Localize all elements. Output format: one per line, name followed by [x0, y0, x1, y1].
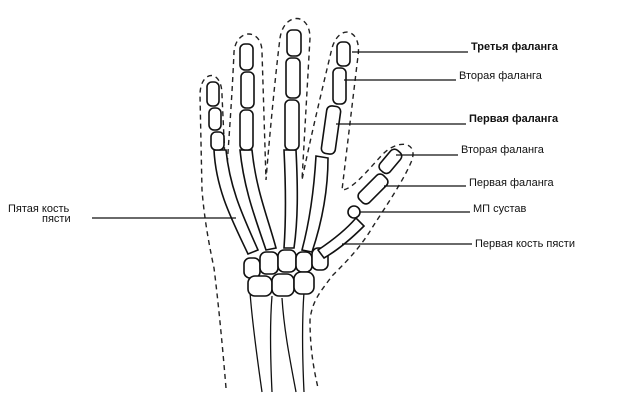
- metacarpal-2: [302, 156, 328, 252]
- mp-joint-marker: [348, 206, 360, 218]
- label-third-phalanx: Третья фаланга: [471, 41, 559, 53]
- metacarpal-1: [318, 218, 364, 258]
- leader-lines: [92, 52, 472, 244]
- middle-middle: [286, 58, 300, 98]
- label-thumb-second-phalanx: Вторая фаланга: [461, 144, 545, 156]
- label-second-phalanx: Вторая фаланга: [459, 70, 543, 82]
- little-middle: [209, 108, 221, 130]
- forearm-bones: [250, 292, 304, 392]
- label-fifth-metacarpal-line2: пясти: [42, 213, 71, 225]
- ulna-left-edge: [282, 298, 296, 392]
- label-first-metacarpal: Первая кость пясти: [475, 238, 575, 250]
- label-thumb-first-phalanx: Первая фаланга: [469, 177, 555, 189]
- ring-proximal: [240, 110, 253, 150]
- radius-left-edge: [250, 292, 262, 392]
- index-proximal: [321, 105, 342, 154]
- carpal-1: [244, 258, 260, 278]
- metacarpals: [214, 150, 364, 258]
- carpal-6: [248, 276, 272, 296]
- little-distal: [207, 82, 219, 106]
- ring-distal: [240, 44, 253, 70]
- little-proximal: [211, 132, 224, 150]
- index-middle: [333, 68, 346, 104]
- index-distal: [337, 42, 350, 66]
- carpal-7: [272, 274, 294, 296]
- metacarpal-3: [284, 150, 297, 248]
- carpal-bones: [244, 248, 328, 296]
- ring-middle: [241, 72, 254, 108]
- radius-right-edge: [271, 296, 273, 392]
- ulna-right-edge: [303, 292, 305, 392]
- carpal-3: [278, 250, 296, 272]
- finger-phalanges: [207, 30, 350, 155]
- carpal-4: [296, 252, 312, 272]
- carpal-2: [260, 252, 278, 274]
- carpal-8: [294, 272, 314, 294]
- thumb-distal: [377, 147, 404, 175]
- label-first-phalanx: Первая фаланга: [469, 113, 559, 125]
- middle-distal: [287, 30, 301, 56]
- middle-proximal: [285, 100, 299, 150]
- label-mp-joint: МП сустав: [473, 203, 527, 215]
